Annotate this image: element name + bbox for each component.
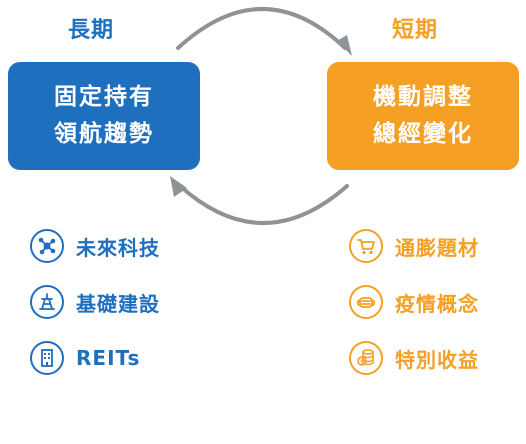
cart-icon [349, 229, 383, 263]
short-term-heading: 短期 [392, 18, 439, 43]
list-item-infrastructure: 基礎建設 [30, 282, 160, 322]
bottom-arrowhead [170, 176, 187, 197]
short-term-box: 機動調整 總經變化 [327, 62, 519, 170]
list-item-inflation: 通膨題材 [349, 226, 479, 266]
tower-icon [30, 285, 64, 319]
network-icon [30, 229, 64, 263]
long-term-box-line1: 固定持有 [54, 84, 154, 110]
mask-icon [349, 285, 383, 319]
list-item-label: 未來科技 [76, 235, 160, 260]
list-item-reits: REITs [30, 338, 160, 378]
bottom-cycle-arrow [178, 184, 349, 225]
coins-icon: $ [349, 341, 383, 375]
long-term-box-line2: 領航趨勢 [54, 121, 154, 147]
svg-text:$: $ [360, 359, 364, 366]
building-icon [30, 341, 64, 375]
list-item-pandemic: 疫情概念 [349, 282, 479, 322]
list-item-label: 通膨題材 [395, 235, 479, 260]
list-item-special-yield: $ 特別收益 [349, 338, 479, 378]
top-arrowhead [337, 35, 352, 56]
short-term-box-line2: 總經變化 [373, 121, 473, 147]
list-item-label: 疫情概念 [395, 291, 479, 316]
list-item-future-tech: 未來科技 [30, 226, 160, 266]
short-term-list: 通膨題材 疫情概念 [349, 226, 479, 394]
list-item-label: 特別收益 [395, 347, 479, 372]
list-item-label: 基礎建設 [76, 291, 160, 316]
long-term-heading: 長期 [68, 18, 115, 43]
top-cycle-arrow [176, 7, 347, 50]
short-term-box-line1: 機動調整 [373, 84, 473, 110]
long-term-list: 未來科技 基礎建設 [30, 226, 160, 394]
list-item-label: REITs [76, 346, 141, 370]
long-term-box: 固定持有 領航趨勢 [8, 62, 200, 170]
